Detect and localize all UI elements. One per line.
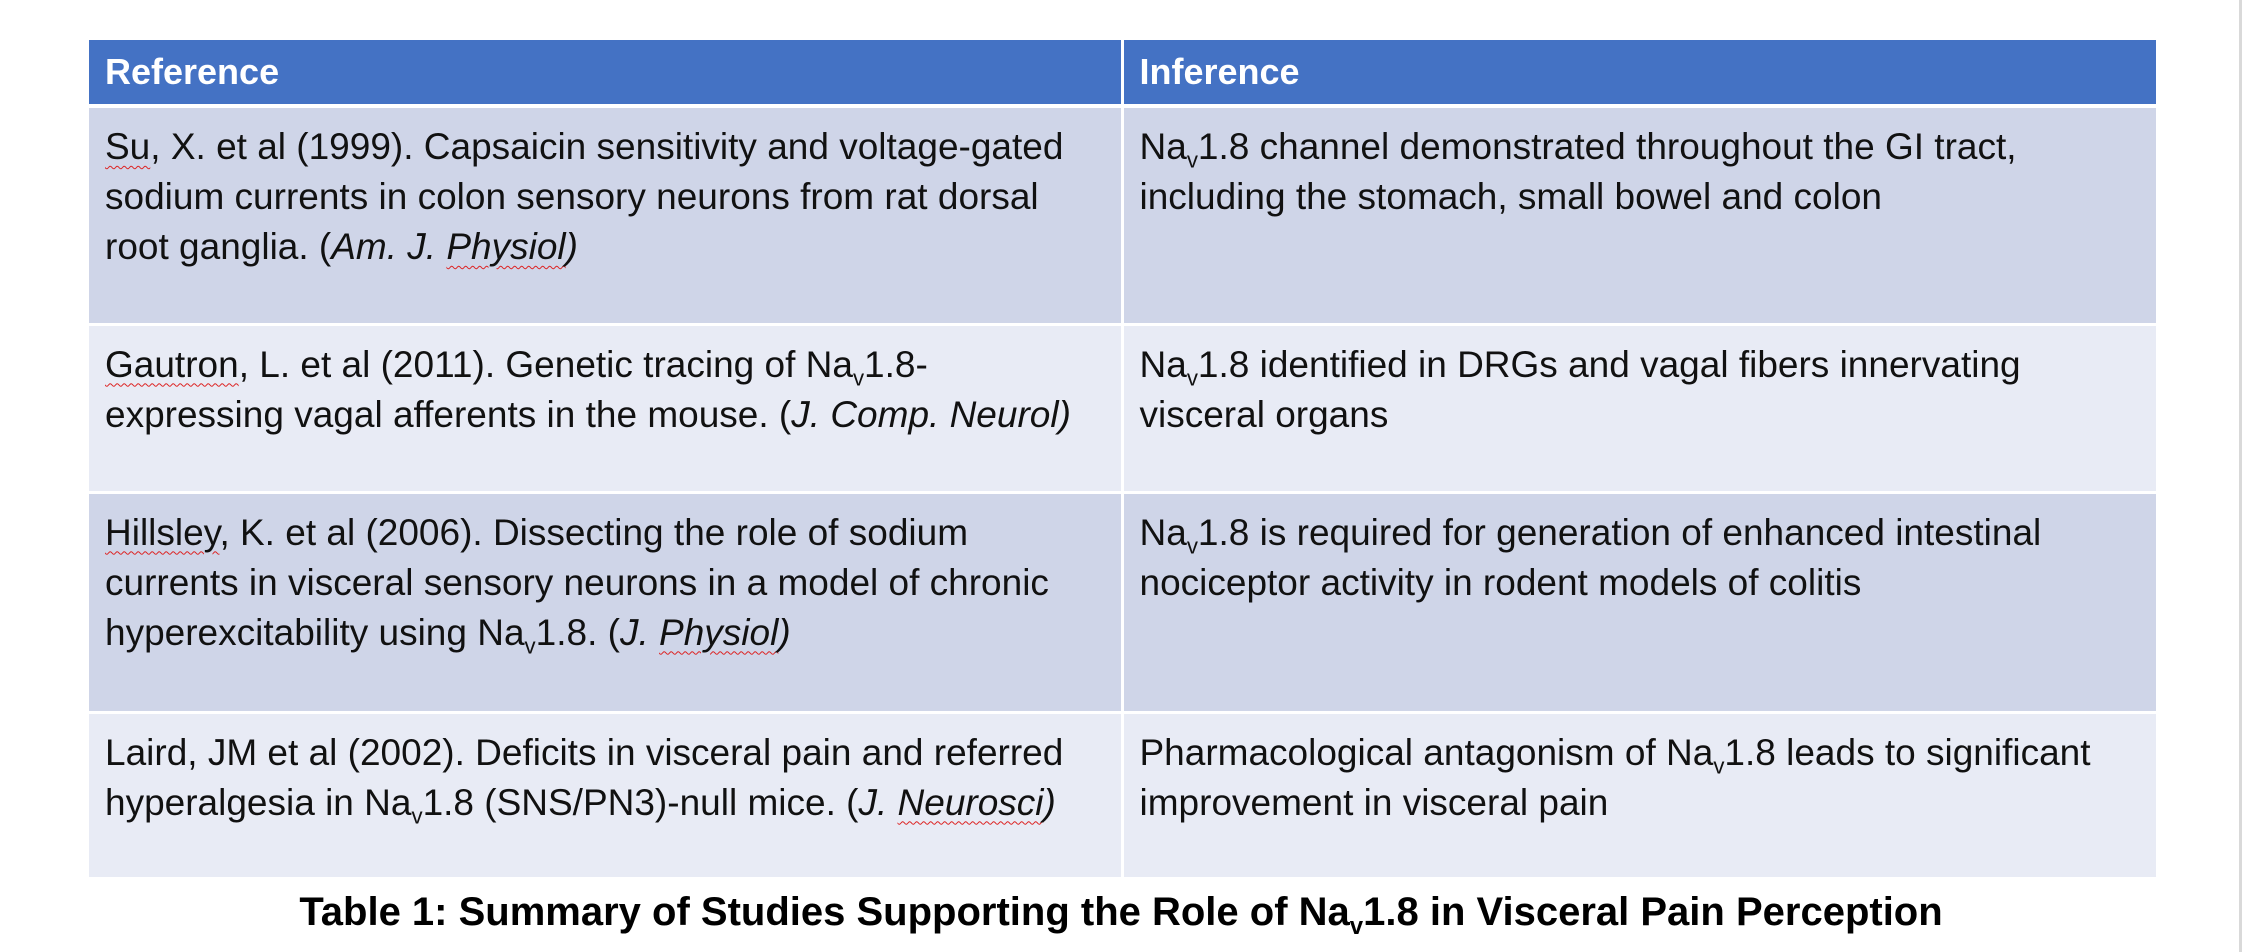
header-reference: Reference xyxy=(89,40,1124,108)
table-row: Laird, JM et al (2002). Deficits in visc… xyxy=(89,712,2156,880)
journal-name: J. Neurosci) xyxy=(858,781,1056,823)
journal-name: Am. J. Physiol) xyxy=(331,226,578,267)
subscript: v xyxy=(1349,913,1364,940)
subscript: v xyxy=(1186,147,1198,173)
author-name: Su xyxy=(105,126,151,167)
table-row: Hillsley, K. et al (2006). Dissecting th… xyxy=(89,492,2156,714)
reference-cell: Su, X. et al (1999). Capsaicin sensitivi… xyxy=(89,106,1124,326)
inference-cell: Pharmacological antagonism of Nav1.8 lea… xyxy=(1122,712,2156,880)
subscript: v xyxy=(524,632,536,658)
table-header-row: Reference Inference xyxy=(89,40,2156,108)
author-name: Hillsley xyxy=(105,511,220,553)
subscript: v xyxy=(852,364,865,390)
table-caption: Table 1: Summary of Studies Supporting t… xyxy=(299,890,1943,940)
journal-word: Physiol xyxy=(446,226,566,267)
table-row: Su, X. et al (1999). Capsaicin sensitivi… xyxy=(89,106,2156,326)
journal-name: J. Physiol) xyxy=(619,611,791,653)
author-name: Gautron xyxy=(105,343,239,385)
subscript: v xyxy=(1186,532,1198,558)
reference-cell: Laird, JM et al (2002). Deficits in visc… xyxy=(89,712,1124,880)
inference-cell: Nav1.8 channel demonstrated throughout t… xyxy=(1122,106,2156,326)
journal-word: Neurosci xyxy=(897,781,1044,823)
page-edge xyxy=(2239,0,2242,952)
header-inference: Inference xyxy=(1122,40,2156,108)
references-table: Reference Inference Su, X. et al (1999).… xyxy=(89,40,2156,880)
subscript: v xyxy=(1713,752,1725,778)
table-row: Gautron, L. et al (2011). Genetic tracin… xyxy=(89,324,2156,494)
subscript: v xyxy=(1186,364,1198,390)
reference-text: , X. et al (1999). Capsaicin sensitivity… xyxy=(105,126,1064,267)
journal-name: J. Comp. Neurol) xyxy=(791,393,1071,435)
journal-word: Physiol xyxy=(659,611,779,653)
inference-cell: Nav1.8 identified in DRGs and vagal fibe… xyxy=(1122,324,2156,494)
reference-cell: Hillsley, K. et al (2006). Dissecting th… xyxy=(89,492,1124,714)
subscript: v xyxy=(411,802,423,828)
reference-cell: Gautron, L. et al (2011). Genetic tracin… xyxy=(89,324,1124,494)
inference-cell: Nav1.8 is required for generation of enh… xyxy=(1122,492,2156,714)
